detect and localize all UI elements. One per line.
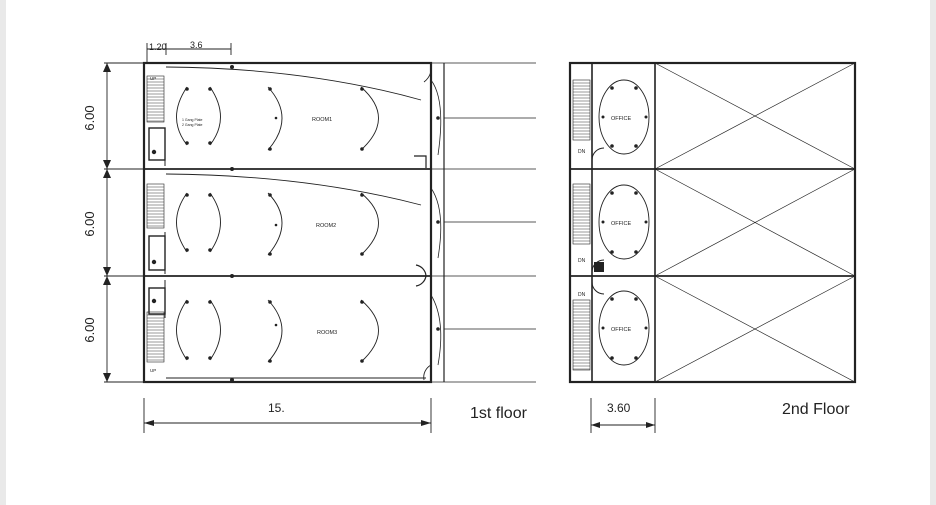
drawing-sheet: 1.20 3.6 6.00 6.00 6.00 15. 1st floor RO…	[6, 0, 930, 505]
office3-light-loop	[598, 290, 650, 366]
toilet-cubicle-1	[148, 127, 166, 161]
office2-label: OFFICE	[611, 221, 631, 227]
room2-label: ROOM2	[316, 223, 336, 229]
lighting-circuit-room2	[165, 173, 422, 256]
second-floor-plan	[568, 61, 857, 384]
toilet-cubicle-3	[148, 287, 166, 315]
stair-dn-label-1: DN	[578, 149, 586, 155]
dim-top-a: 1.20	[149, 42, 167, 52]
second-floor-dim-bottom: 3.60	[607, 401, 631, 415]
toilet-cubicle-2	[148, 235, 166, 271]
stair-treads	[147, 78, 590, 370]
first-floor-dimensions	[104, 43, 432, 433]
first-floor-stairs-top	[146, 75, 165, 123]
lighting-circuit-room1	[165, 66, 422, 151]
bay-height-2: 6.00	[82, 211, 97, 236]
office3-label: OFFICE	[611, 327, 631, 333]
second-floor-caption: 2nd Floor	[782, 401, 850, 418]
second-floor-dimensions	[590, 398, 656, 433]
open-void-markings	[654, 62, 856, 383]
stair-dn-label-2: DN	[578, 258, 586, 264]
first-floor-outer-wall	[142, 61, 433, 384]
switch-note-b: 2 Gang Plate	[182, 123, 202, 127]
room1-label: ROOM1	[312, 117, 332, 123]
office-light-fixtures	[594, 86, 648, 360]
first-floor-plan	[142, 61, 536, 384]
first-floor-stairs-mid	[146, 183, 165, 229]
first-floor-caption: 1st floor	[470, 405, 528, 422]
light-fixtures	[151, 65, 440, 382]
floor-plan-drawing: 1.20 3.6 6.00 6.00 6.00 15. 1st floor RO…	[82, 40, 857, 433]
second-floor-outer-wall	[568, 61, 857, 384]
room3-label: ROOM3	[317, 330, 337, 336]
dim-bottom-length: 15.	[268, 401, 285, 415]
bay-height-1: 6.00	[82, 105, 97, 130]
stair-up-label-top: UP	[150, 76, 156, 81]
office1-light-loop	[598, 79, 650, 155]
office1-label: OFFICE	[611, 116, 631, 122]
stair-dn-label-3: DN	[578, 292, 586, 298]
stair-up-label-bottom: UP	[150, 368, 156, 373]
office2-light-loop	[598, 184, 650, 260]
lighting-circuit-room3	[165, 299, 426, 379]
dim-top-b: 3.6	[190, 40, 203, 50]
first-floor-stairs-bottom	[146, 311, 165, 363]
switch-note-a: 1 Gang Plate	[182, 118, 202, 122]
bay-height-3: 6.00	[82, 317, 97, 342]
